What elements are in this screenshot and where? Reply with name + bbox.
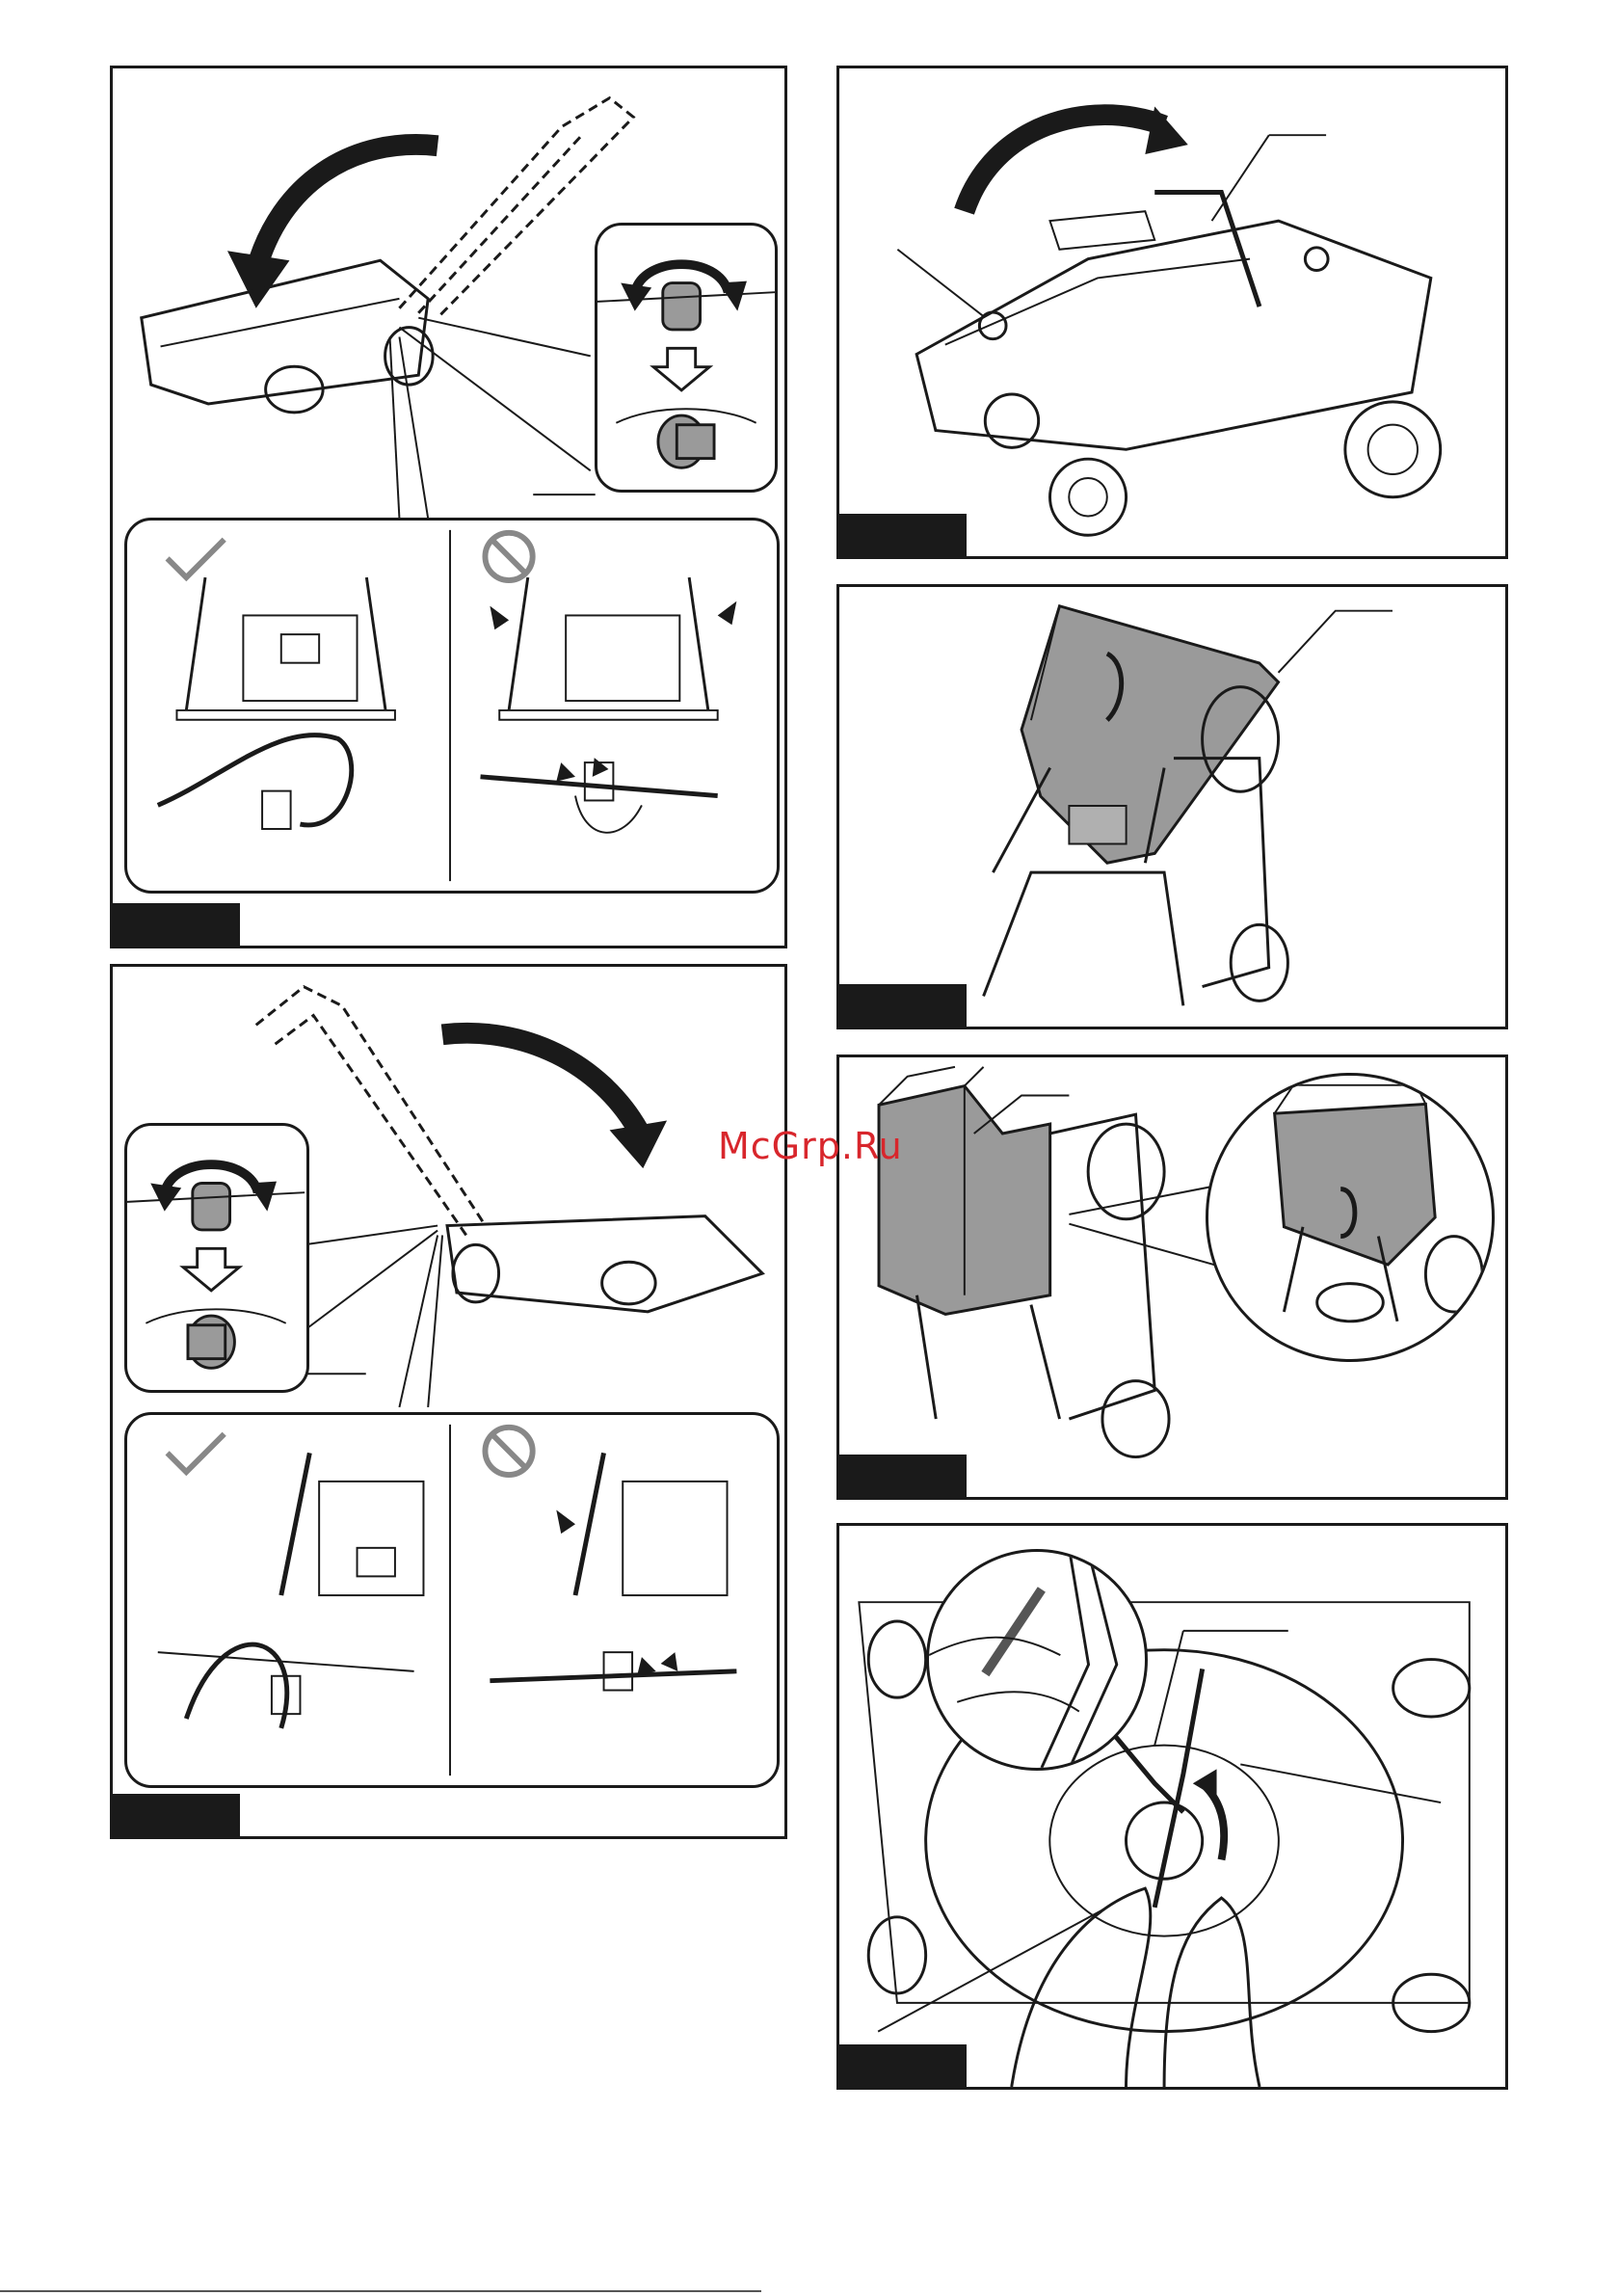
curved-arrow-head (227, 251, 289, 307)
figure-4 (836, 584, 1508, 1029)
watermark-text: McGrp.Ru (718, 1125, 903, 1167)
figure-1-check-panel (124, 518, 780, 894)
check-icon (168, 1434, 225, 1472)
figure-1-inset-lock (595, 223, 778, 493)
footer-rule (0, 2290, 761, 2292)
figure-1-label-tab (113, 903, 240, 946)
figure-6 (836, 1523, 1508, 2090)
figure-5-inset-circle (1206, 1073, 1495, 1362)
figure-1 (110, 66, 787, 948)
prohibited-icon (485, 533, 532, 580)
figure-3-label-tab (839, 514, 967, 556)
figure-4-label-tab (839, 984, 967, 1027)
figure-2-label-tab (113, 1794, 240, 1836)
figure-2 (110, 964, 787, 1839)
figure-2-check-panel (124, 1412, 780, 1788)
down-arrow-icon (183, 1248, 239, 1291)
figure-2-inset-lock (124, 1123, 309, 1393)
figure-3 (836, 66, 1508, 559)
grass-bag (1021, 606, 1278, 863)
figure-6-label-tab (839, 2044, 967, 2087)
figure-6-inset-circle (926, 1549, 1148, 1771)
lock-knob (663, 283, 701, 330)
figure-5-label-tab (839, 1455, 967, 1497)
check-icon (168, 540, 225, 577)
prohibited-icon (485, 1428, 532, 1475)
figure-5 (836, 1055, 1508, 1500)
down-arrow-icon (653, 348, 709, 390)
